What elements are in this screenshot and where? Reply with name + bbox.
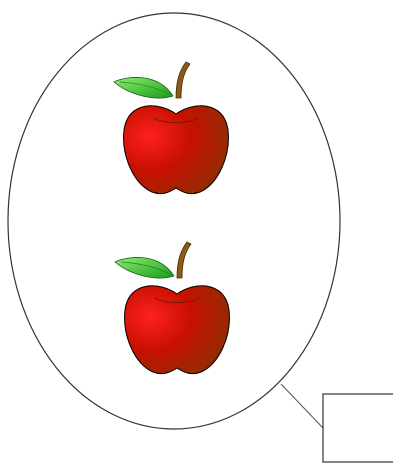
pointer-line	[281, 384, 323, 428]
answer-box[interactable]	[323, 394, 393, 462]
